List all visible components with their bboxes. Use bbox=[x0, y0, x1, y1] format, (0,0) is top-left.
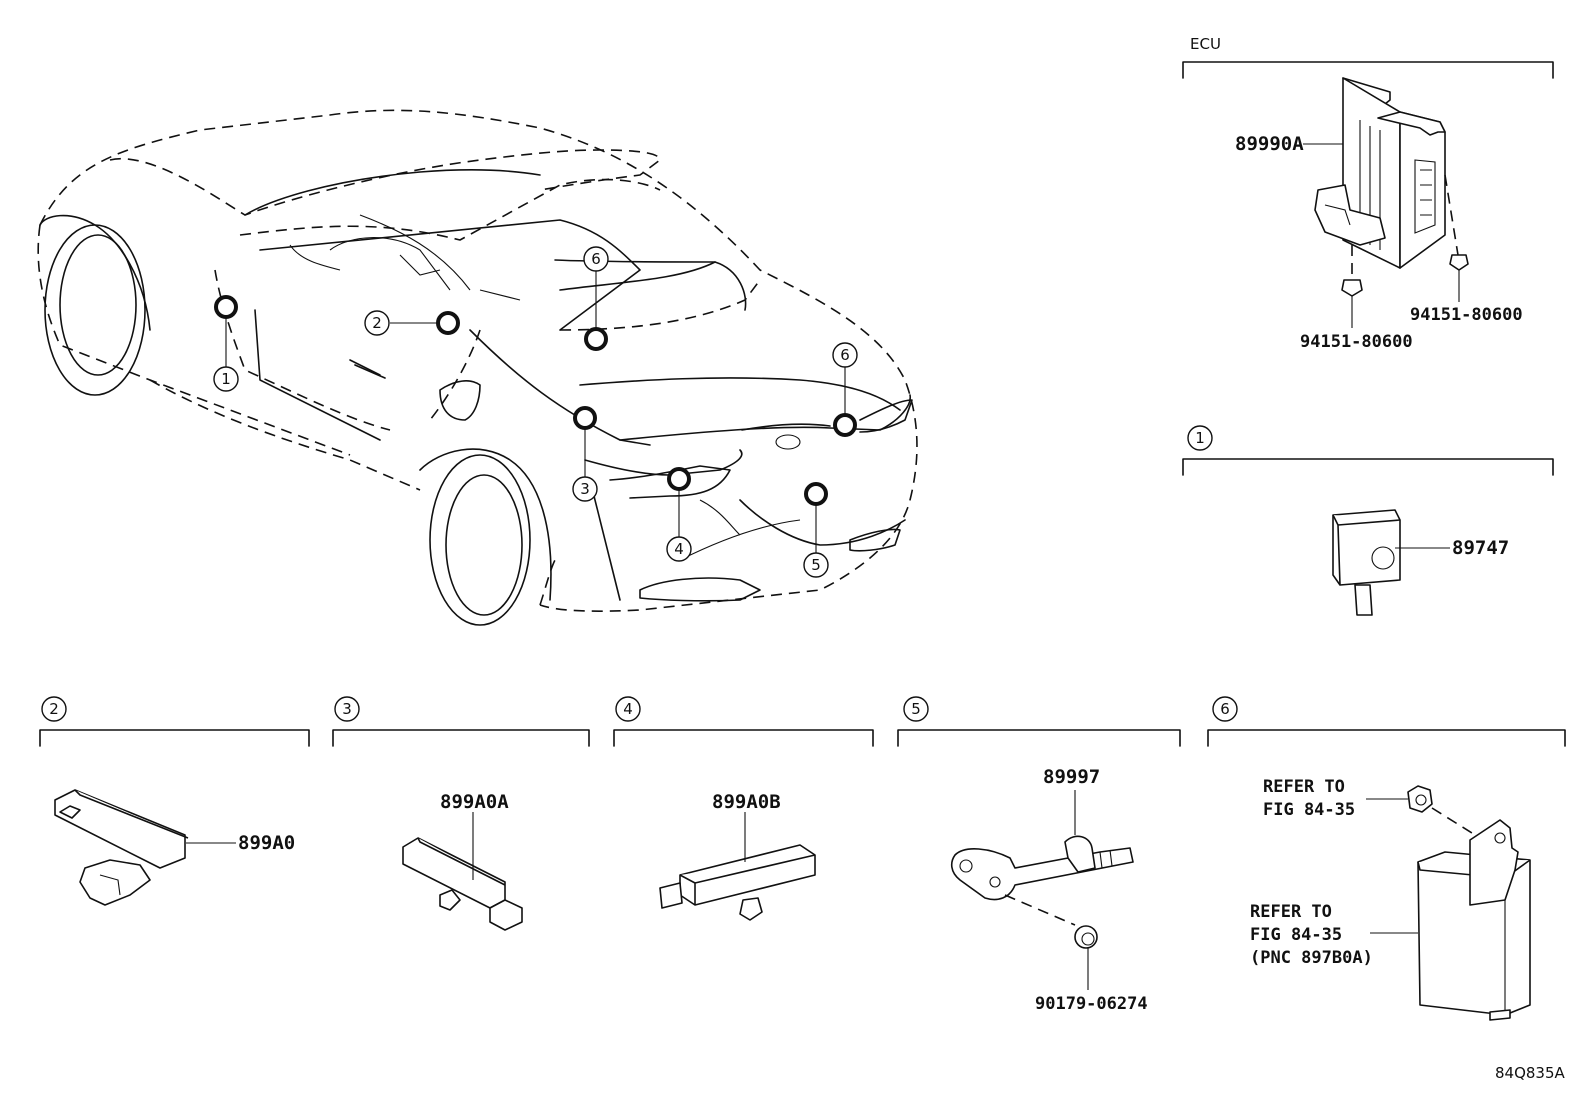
svg-text:4: 4 bbox=[623, 700, 633, 718]
ecu-part-number: 89990A bbox=[1235, 133, 1304, 155]
figure-code: 84Q835A bbox=[1495, 1064, 1566, 1082]
car-callout-6a: 6 bbox=[583, 246, 609, 272]
svg-text:3: 3 bbox=[342, 700, 352, 718]
section-5-part-number: 89997 bbox=[1043, 766, 1100, 788]
section-3-number: 3 bbox=[334, 696, 360, 722]
car-illustration bbox=[37, 109, 918, 626]
section-3: 3 899A0A bbox=[332, 696, 590, 931]
screw-left-part-number: 94151-80600 bbox=[1300, 332, 1413, 352]
location-marker-6a bbox=[584, 327, 608, 351]
section-4-number: 4 bbox=[615, 696, 641, 722]
section-2: 2 899A0 bbox=[39, 696, 310, 906]
sensor-89997-icon bbox=[950, 835, 1134, 901]
svg-text:4: 4 bbox=[674, 540, 684, 558]
section-1: 1 89747 bbox=[1182, 425, 1554, 616]
clip-90179-icon bbox=[1074, 925, 1098, 949]
section-1-part-number: 89747 bbox=[1452, 537, 1509, 559]
svg-text:6: 6 bbox=[1220, 700, 1230, 718]
section-3-part-number: 899A0A bbox=[440, 791, 509, 813]
location-marker-1 bbox=[214, 295, 238, 319]
svg-text:5: 5 bbox=[811, 556, 821, 574]
sensor-89747-icon bbox=[1332, 509, 1401, 616]
ecu-section-title: ECU bbox=[1190, 35, 1221, 53]
car-callout-2: 2 bbox=[364, 310, 390, 336]
section-2-number: 2 bbox=[41, 696, 67, 722]
refer-bottom-line-3: (PNC 897B0A) bbox=[1250, 948, 1373, 968]
section-5-number: 5 bbox=[903, 696, 929, 722]
car-callout-4: 4 bbox=[666, 536, 692, 562]
refer-bottom-line-2: FIG 84-35 bbox=[1250, 925, 1342, 945]
svg-text:6: 6 bbox=[840, 346, 850, 364]
section-2-part-number: 899A0 bbox=[238, 832, 295, 854]
location-marker-4 bbox=[667, 467, 691, 491]
screw-right-part-number: 94151-80600 bbox=[1410, 305, 1523, 325]
section-4: 4 899A0B bbox=[613, 696, 874, 921]
svg-text:1: 1 bbox=[221, 370, 231, 388]
antenna-899a0a-icon bbox=[402, 837, 523, 931]
nut-icon bbox=[1407, 785, 1433, 813]
car-callout-3: 3 bbox=[572, 476, 598, 502]
section-6: 6 REFER TO FIG 84-35 REFER TO FIG 84-35 … bbox=[1207, 696, 1566, 1021]
car-callout-6b: 6 bbox=[832, 342, 858, 368]
ecu-section: ECU 89990A 94151-80600 94151-80600 bbox=[1182, 35, 1554, 352]
car-callout-1: 1 bbox=[213, 366, 239, 392]
svg-text:2: 2 bbox=[372, 314, 382, 332]
ecu-module bbox=[1314, 77, 1446, 269]
antenna-899a0-icon bbox=[54, 789, 189, 906]
location-marker-6b bbox=[833, 413, 857, 437]
refer-top-line-2: FIG 84-35 bbox=[1263, 800, 1355, 820]
section-5-clip-part-number: 90179-06274 bbox=[1035, 994, 1148, 1014]
section-1-number: 1 bbox=[1187, 425, 1213, 451]
car-leader-lines bbox=[225, 271, 846, 553]
location-markers bbox=[214, 295, 857, 506]
screw-right-icon bbox=[1449, 254, 1469, 302]
svg-text:1: 1 bbox=[1195, 429, 1205, 447]
location-marker-3 bbox=[573, 406, 597, 430]
svg-text:3: 3 bbox=[580, 480, 590, 498]
location-marker-5 bbox=[804, 482, 828, 506]
svg-text:5: 5 bbox=[911, 700, 921, 718]
refer-top-line-1: REFER TO bbox=[1263, 777, 1345, 797]
control-module-icon bbox=[1417, 819, 1531, 1021]
car-callout-5: 5 bbox=[803, 552, 829, 578]
location-marker-2 bbox=[436, 311, 460, 335]
section-4-part-number: 899A0B bbox=[712, 791, 781, 813]
screw-left-icon bbox=[1341, 279, 1363, 328]
antenna-899a0b-icon bbox=[659, 844, 816, 921]
section-5: 5 89997 90179-06274 bbox=[897, 696, 1181, 1014]
svg-text:6: 6 bbox=[591, 250, 601, 268]
refer-bottom-line-1: REFER TO bbox=[1250, 902, 1332, 922]
car-callouts: 1 2 3 4 5 6 6 bbox=[213, 246, 858, 578]
section-6-number: 6 bbox=[1212, 696, 1238, 722]
svg-text:2: 2 bbox=[49, 700, 59, 718]
